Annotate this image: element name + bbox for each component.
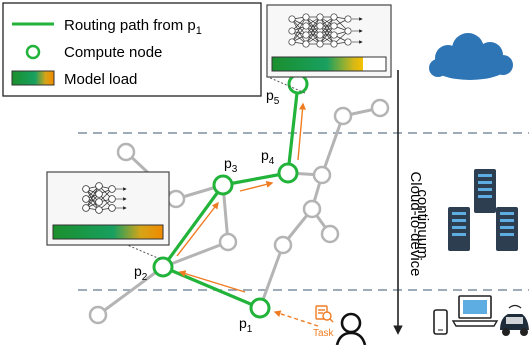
- legend-node-swatch: [25, 44, 41, 60]
- model-callout-p5: [266, 4, 392, 94]
- label-p4: p4: [261, 147, 275, 167]
- server-icon: [448, 207, 470, 251]
- label-p3: p3: [224, 155, 238, 175]
- legend-load-label: Model load: [64, 71, 137, 88]
- server-icons: [448, 169, 518, 251]
- node-p4: [277, 162, 299, 184]
- phone-icon: [433, 309, 448, 335]
- node-p1: [249, 297, 271, 319]
- legend: Routing path from p1 Compute node Model …: [2, 2, 262, 97]
- label-p5: p5: [266, 87, 280, 107]
- continuum-label-line1: Cloud-to-device: [407, 171, 424, 276]
- label-p1: p1: [239, 315, 253, 335]
- label-p2: p2: [134, 263, 148, 283]
- model-callout-p2: [46, 171, 170, 260]
- model-load-bar-p5: [272, 57, 363, 71]
- legend-routing-label: Routing path from p1: [64, 17, 202, 37]
- legend-compute-label: Compute node: [64, 44, 162, 61]
- node-p3: [212, 174, 234, 196]
- server-icon: [496, 207, 518, 251]
- node-p5: [287, 73, 309, 95]
- model-load-bar-p2: [52, 224, 164, 240]
- deep-neural-net-icon: [288, 13, 363, 48]
- legend-load-swatch: [11, 70, 55, 86]
- idle-nodes: [88, 98, 390, 325]
- server-icon: [474, 169, 496, 213]
- neural-net-icon: [82, 182, 127, 214]
- task-label: Task: [313, 328, 335, 339]
- task-icon: [315, 305, 334, 323]
- laptop-icon: [451, 295, 499, 327]
- user-icon: [335, 312, 367, 345]
- cloud-icon: [429, 33, 513, 80]
- continuum-label-line2: continuum: [414, 189, 431, 258]
- car-icon: [500, 304, 529, 336]
- task-flow-arrows: [176, 102, 319, 327]
- node-p2: [152, 256, 174, 278]
